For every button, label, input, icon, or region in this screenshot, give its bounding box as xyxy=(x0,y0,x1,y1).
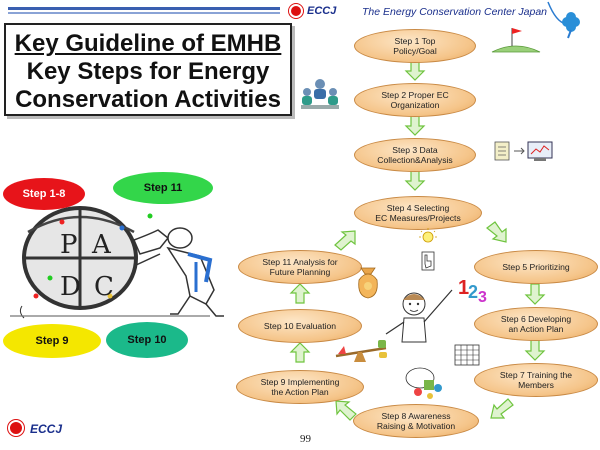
pdca-bubble-step-11: Step 11 xyxy=(113,172,213,204)
pdca-bubble-step-1-8: Step 1-8 xyxy=(3,178,85,210)
pdca-bubble-step-10: Step 10 xyxy=(106,322,188,358)
step-10-oval: Step 10 Evaluation xyxy=(238,309,362,343)
team-people-icon xyxy=(301,79,339,109)
pdca-bubble-step-9: Step 9 xyxy=(3,324,101,358)
header-org-name: The Energy Conservation Center Japan xyxy=(362,6,548,18)
svg-text:3: 3 xyxy=(478,289,487,304)
presenter-character-icon xyxy=(385,289,453,343)
lightbulb-pointer-icon xyxy=(419,228,437,271)
step-3-line-2: Collection&Analysis xyxy=(377,155,453,165)
pdca-cycle-illustration xyxy=(10,206,224,319)
page-number: 99 xyxy=(300,433,311,445)
svg-text:2: 2 xyxy=(468,282,478,302)
title-line-2: Key Steps for Energy xyxy=(26,58,270,85)
step-6-line-1: Step 6 Developing xyxy=(500,314,572,324)
step-1-line-1: Step 1 Top xyxy=(394,36,436,46)
pdca-letter-a: A xyxy=(92,230,111,260)
seesaw-coins-icon xyxy=(335,340,387,362)
header-rule-bottom xyxy=(8,12,280,14)
step-8-line-1: Step 8 Awareness xyxy=(381,411,451,421)
arrow-5-6 xyxy=(524,283,546,305)
golf-flag-icon xyxy=(491,28,541,53)
step-3-line-1: Step 3 Data xyxy=(392,145,438,155)
step-10-line-1: Step 10 Evaluation xyxy=(263,321,337,331)
data-analysis-icon xyxy=(494,141,553,161)
footer-logo-text: ECCJ xyxy=(30,422,63,436)
numbers-123-icon: 1 2 3 xyxy=(458,277,487,304)
arrow-4-5 xyxy=(486,221,507,243)
step-4-line-1: Step 4 Selecting xyxy=(386,203,450,213)
header-logo-text: ECCJ xyxy=(307,5,337,17)
arrow-3-4 xyxy=(404,169,426,191)
arrow-11-4 xyxy=(334,230,356,251)
arrow-1-2 xyxy=(404,60,426,81)
arrow-10-11 xyxy=(289,283,311,304)
svg-text:1: 1 xyxy=(458,277,469,299)
step-9-line-1: Step 9 Implementing xyxy=(260,377,340,387)
money-bag-icon xyxy=(358,267,378,299)
step-5-oval: Step 5 Prioritizing xyxy=(474,250,598,284)
title-box: Key Guideline of EMHB Key Steps for Ener… xyxy=(4,23,292,116)
arrow-9-10 xyxy=(289,342,311,363)
training-group-icon xyxy=(405,367,442,399)
pdca-letter-d: D xyxy=(60,272,81,302)
step-11-line-2: Future Planning xyxy=(269,267,331,277)
clover-logo-icon xyxy=(547,1,580,39)
arrow-8-9 xyxy=(335,400,357,421)
step-6-line-2: an Action Plan xyxy=(508,324,564,334)
arrow-7-8 xyxy=(490,398,514,419)
header-rule-top xyxy=(8,7,280,10)
step-9-line-2: the Action Plan xyxy=(271,387,329,397)
step-8-line-2: Raising & Motivation xyxy=(376,421,456,431)
step-7-line-2: Members xyxy=(518,380,554,390)
title-line-3: Conservation Activities xyxy=(15,86,281,113)
arrow-6-7 xyxy=(524,339,546,361)
step-2-line-1: Step 2 Proper EC xyxy=(381,90,449,100)
footer-eccj-logo-icon xyxy=(8,420,24,436)
pdca-letter-p: P xyxy=(60,230,78,260)
arrow-2-3 xyxy=(404,114,426,136)
step-4-line-2: EC Measures/Projects xyxy=(375,213,461,223)
step-5-line-1: Step 5 Prioritizing xyxy=(502,262,570,272)
step-7-line-1: Step 7 Training the xyxy=(499,370,573,380)
step-2-line-2: Organization xyxy=(390,100,440,110)
calendar-grid-icon xyxy=(454,344,480,366)
title-line-1: Key Guideline of EMHB xyxy=(14,30,282,57)
eccj-logo-icon xyxy=(289,4,303,18)
pdca-letter-c: C xyxy=(94,272,114,302)
step-1-line-2: Policy/Goal xyxy=(393,46,437,56)
step-11-line-1: Step 11 Analysis for xyxy=(262,257,338,267)
